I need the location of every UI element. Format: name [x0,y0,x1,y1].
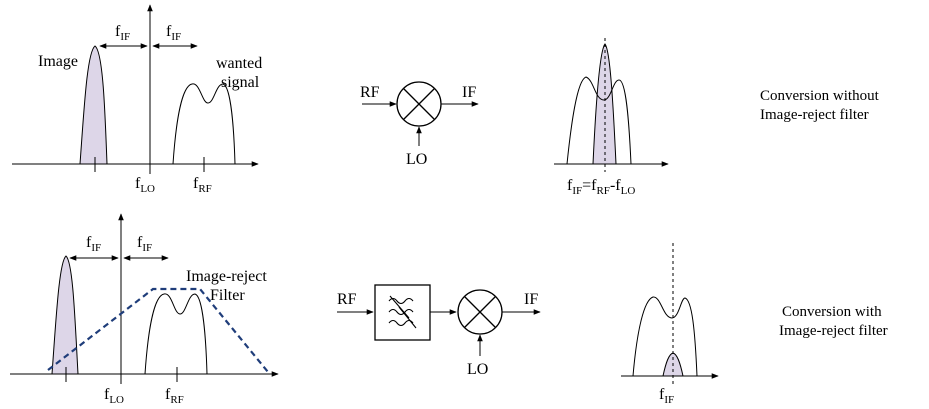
bottom-frf-label: fRF [165,386,184,406]
top-fif-label-left: fIF [115,23,130,43]
filter-block [374,284,431,341]
top-result-plot: fIF=fRF-fLO [554,38,669,197]
top-fif-label-right: fIF [166,23,181,43]
bottom-flo-label: fLO [104,386,124,406]
bottom-image-band [51,255,79,375]
bottom-wanted-signal [144,293,208,375]
bottom-filter-mixer-chain: RF IF LO [337,284,541,378]
bottom-chain-if-label: IF [524,291,538,308]
top-result-wanted-signal [566,76,632,165]
bottom-chain-rf-label: RF [337,291,357,308]
bottom-chain-lo-label: LO [467,361,488,378]
top-result-label: fIF=fRF-fLO [567,177,635,197]
filter-label-1: Image-reject [186,268,267,285]
filter-symbol-icon [388,295,417,329]
bottom-mixer-cross-b [464,296,496,328]
mixer-cross-b [403,88,435,120]
top-frf-label: fRF [193,175,212,195]
top-flo-label: fLO [135,175,155,195]
bottom-caption-line-1: Conversion with [782,304,882,320]
filter-label-2: Filter [210,287,245,304]
bottom-caption-line-2: Image-reject filter [779,323,888,339]
bottom-result-plot: fIF [621,243,719,406]
bottom-result-label: fIF [659,386,674,406]
bottom-fif-label-right: fIF [137,234,152,254]
top-mixer-lo-label: LO [406,151,427,168]
top-mixer-rf-label: RF [360,84,380,101]
top-image-band [79,45,108,165]
top-image-label: Image [38,53,78,70]
image-reject-filter-response [47,287,269,373]
bottom-spectrum-plot: fIF fIF Image-reject Filter fLO fRF [10,213,279,406]
top-wanted-signal [172,83,236,165]
bottom-result-wanted-signal [632,296,698,377]
top-mixer-if-label: IF [462,84,476,101]
top-caption-line-1: Conversion without [760,88,880,104]
top-spectrum-plot: fIF fIF Image wanted signal fLO fRF [12,4,262,195]
top-wanted-label-2: signal [221,74,260,91]
top-mixer: RF IF LO [360,81,479,168]
top-wanted-label-1: wanted [216,55,262,72]
top-caption-line-2: Image-reject filter [760,107,869,123]
bottom-fif-label-left: fIF [86,234,101,254]
